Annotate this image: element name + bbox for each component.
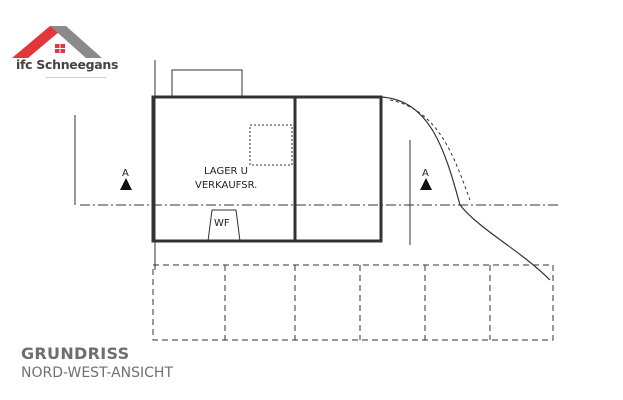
logo-wordmark: ifc Schneegans bbox=[16, 57, 119, 72]
page-title: GRUNDRISS bbox=[21, 344, 130, 363]
page-subtitle: NORD-WEST-ANSICHT bbox=[21, 365, 173, 381]
section-label-left: A bbox=[122, 168, 129, 179]
section-marker-right bbox=[420, 178, 432, 190]
section-label-right: A bbox=[422, 168, 429, 179]
logo-tagline bbox=[46, 77, 106, 78]
company-logo bbox=[12, 26, 102, 58]
section-marker-left bbox=[120, 178, 132, 190]
room-label-line2: VERKAUFSR. bbox=[195, 180, 257, 191]
door-label: WF bbox=[214, 218, 230, 229]
room-label-line1: LAGER U bbox=[204, 166, 248, 177]
